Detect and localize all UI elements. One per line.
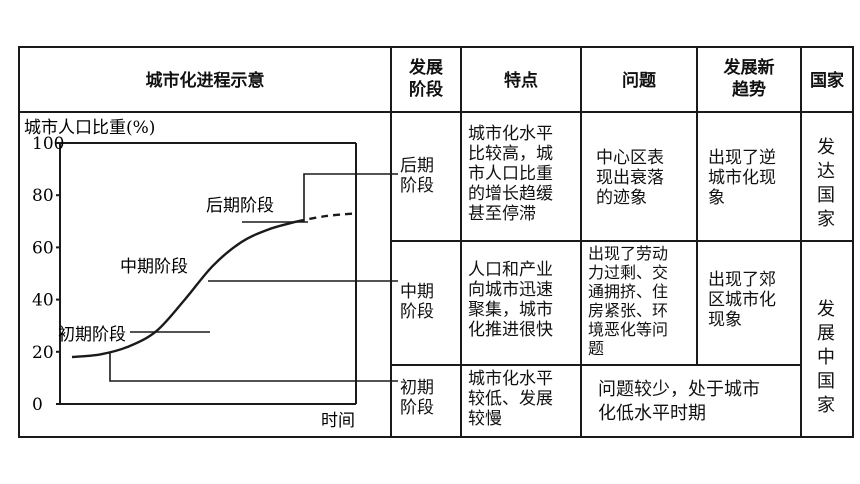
y-tick-labels: 100 80 60 40 20 0 [32, 134, 64, 415]
country-developing: 发展中国家 [817, 299, 835, 416]
row-late-problems: 中心区表 现出衰落 的迹象 [596, 148, 664, 208]
col-divider-stage [390, 46, 392, 438]
table-left-border [18, 46, 20, 438]
country-developed: 发达国家 [817, 137, 835, 230]
row-late-trend: 出现了逆 城市化现 象 [708, 148, 776, 208]
early-connector [109, 353, 398, 382]
y-tick-label: 0 [32, 395, 43, 415]
table-right-border [852, 46, 854, 438]
row-late-features: 城市化水平 比较高，城 市人口比重 的增长趋缓 甚至停滞 [468, 124, 553, 224]
row-early-merged: 问题较少，处于城市 化低水平时期 [598, 379, 760, 424]
y-tick-label: 100 [32, 134, 64, 154]
chart-frame [59, 142, 357, 405]
row-divider-1 [390, 240, 800, 242]
header-trend: 发展新 趋势 [723, 58, 775, 100]
y-tick-label: 20 [32, 343, 54, 363]
stage-label-early: 初期阶段 [58, 325, 126, 345]
series-dashed-tail [297, 212, 355, 223]
row-middle-trend: 出现了郊 区城市化 现象 [708, 270, 776, 330]
table-top-border [18, 46, 854, 48]
header-bottom-border [18, 111, 854, 113]
header-problems: 问题 [622, 71, 656, 91]
row-late-stage: 后期 阶段 [400, 156, 434, 196]
header-stage: 发展 阶段 [409, 58, 443, 100]
col-divider-country [800, 46, 802, 438]
header-country: 国家 [810, 71, 844, 91]
row-early-stage: 初期 阶段 [400, 378, 434, 418]
late-connector [303, 173, 398, 222]
y-tick-label: 40 [32, 291, 54, 311]
row-divider-2 [390, 364, 800, 366]
country-divider [800, 240, 854, 242]
stage-connectors [109, 173, 398, 382]
col-divider-features [460, 46, 462, 438]
chart-ylabel: 城市人口比重(%) [24, 118, 155, 138]
y-tick-label: 60 [32, 238, 54, 258]
header-features: 特点 [504, 71, 538, 91]
header-diagram: 城市化进程示意 [145, 71, 265, 91]
table-bottom-border [18, 436, 854, 438]
chart-xlabel: 时间 [321, 411, 355, 431]
y-tick-label: 80 [32, 186, 54, 206]
stage-label-middle: 中期阶段 [120, 257, 188, 277]
stage-label-late: 后期阶段 [206, 196, 274, 216]
row-middle-stage: 中期 阶段 [400, 282, 434, 322]
row-middle-problems: 出现了劳动 力过剩、交 通拥挤、住 房紧张、环 境恶化等问 题 [588, 244, 669, 358]
row-middle-features: 人口和产业 向城市迅速 聚集，城市 化推进很快 [468, 260, 553, 340]
col-divider-trend-top [696, 46, 698, 366]
series-solid [71, 220, 298, 359]
row-early-features: 城市化水平 较低、发展 较慢 [468, 369, 553, 429]
col-divider-problems [580, 46, 582, 438]
